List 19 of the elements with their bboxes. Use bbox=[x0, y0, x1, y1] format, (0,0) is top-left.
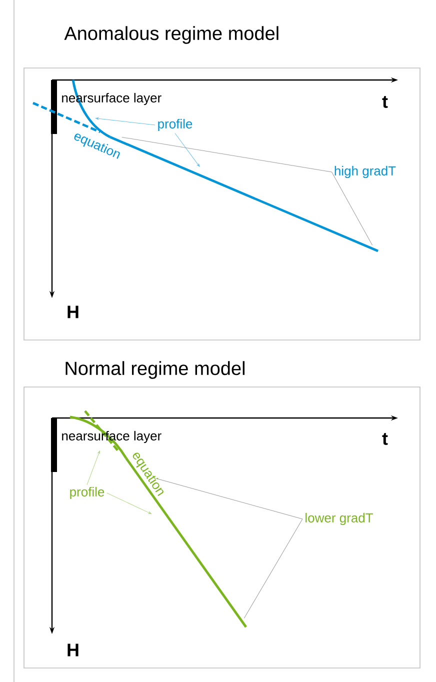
axis-label: t bbox=[382, 433, 388, 445]
axis-label: t bbox=[382, 96, 388, 108]
leader-line bbox=[96, 117, 156, 126]
leader-line bbox=[122, 136, 332, 172]
dashed-line bbox=[32, 102, 100, 134]
callout-label: profile bbox=[158, 118, 192, 132]
callout-label: profile bbox=[70, 486, 104, 500]
leader-line bbox=[331, 172, 373, 246]
leader-line bbox=[86, 450, 100, 485]
leader-line bbox=[244, 518, 303, 618]
axis-label: H bbox=[68, 644, 78, 656]
callout-label: lower gradT bbox=[306, 512, 373, 526]
axis-label: H bbox=[68, 306, 78, 318]
leader-line bbox=[174, 133, 200, 167]
panel-title: Anomalous regime model bbox=[64, 26, 278, 44]
leader-line bbox=[106, 492, 152, 514]
leader-line bbox=[154, 478, 303, 520]
callout-label: high gradT bbox=[334, 166, 396, 178]
panel-title: Normal regime model bbox=[66, 361, 244, 379]
